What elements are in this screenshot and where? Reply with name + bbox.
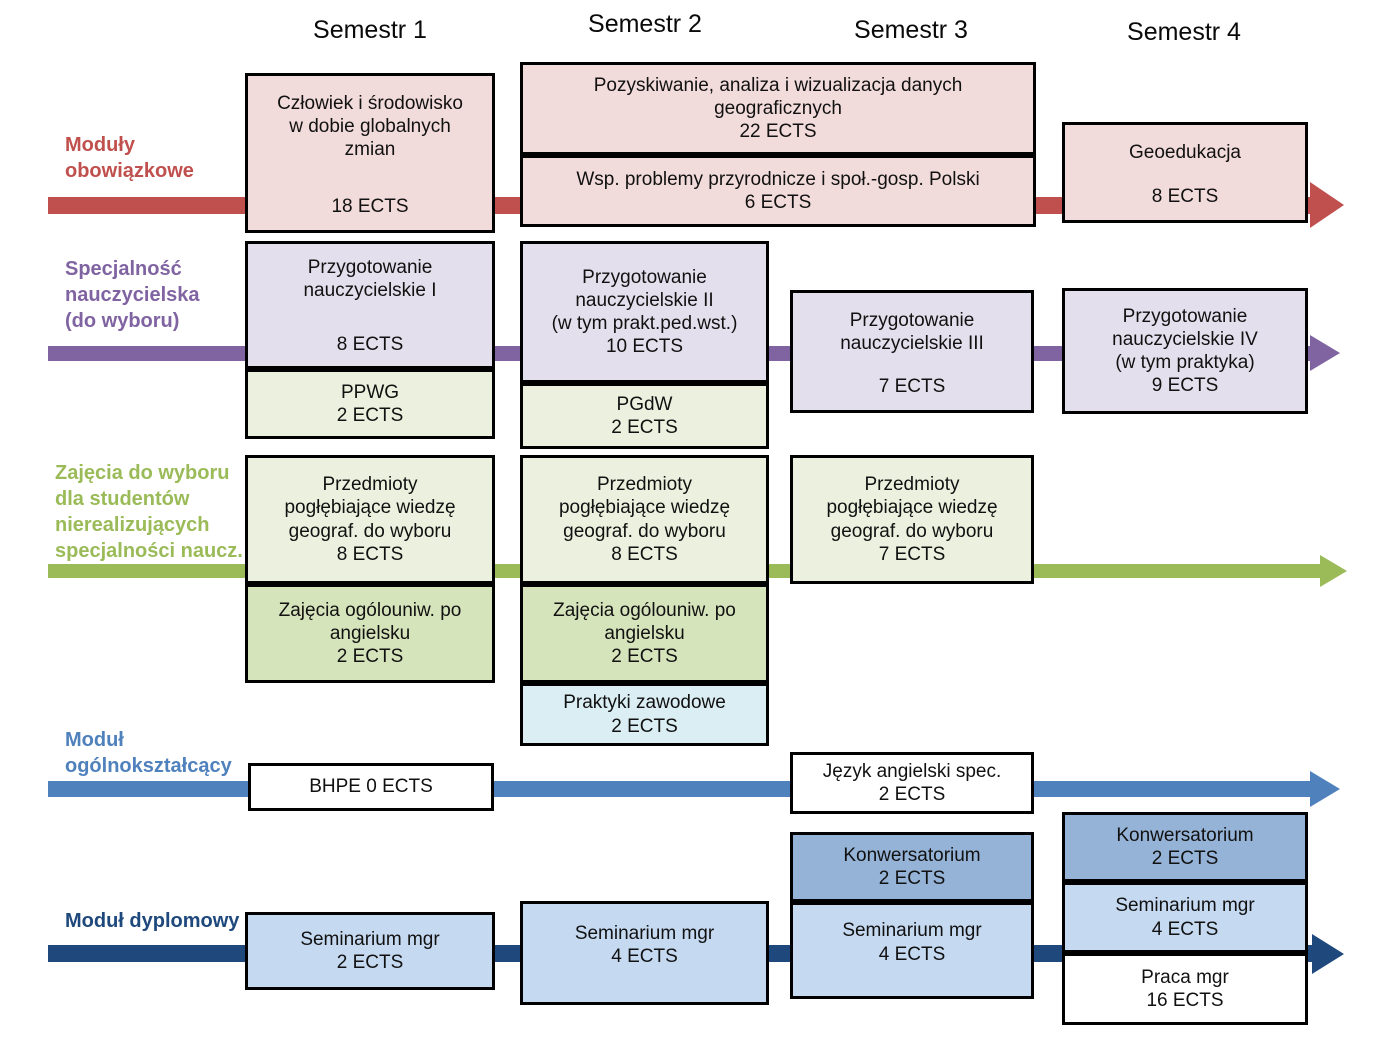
course-box-praktyki-zawodowe: Praktyki zawodowe 2 ECTS (520, 683, 769, 746)
course-box-konwersatorium-s3: Konwersatorium 2 ECTS (790, 832, 1034, 902)
course-ects: 2 ECTS (878, 784, 946, 805)
course-box-pgdw: PGdW 2 ECTS (520, 383, 769, 449)
course-title: Przedmioty pogłębiające wiedzę geograf. … (284, 474, 456, 542)
course-box-przedmioty-poglebiajace-s3: Przedmioty pogłębiające wiedzę geograf. … (790, 455, 1034, 584)
course-ects: 2 ECTS (611, 417, 678, 438)
course-ects: 2 ECTS (1151, 848, 1219, 869)
course-ects: 4 ECTS (878, 943, 946, 965)
course-box-przygotowanie-1: Przygotowanie nauczycielskie I 8 ECTS (245, 241, 495, 369)
course-title: PPWG (340, 381, 400, 403)
course-title: Przygotowanie nauczycielskie III (840, 310, 984, 355)
semester-1-header: Semestr 1 (313, 16, 427, 44)
course-title: Język angielski spec. (822, 760, 1002, 782)
course-box-przedmioty-poglebiajace-s1: Przedmioty pogłębiające wiedzę geograf. … (245, 455, 495, 584)
course-box-konwersatorium-s4: Konwersatorium 2 ECTS (1062, 812, 1308, 882)
course-ects: 10 ECTS (605, 336, 684, 358)
course-box-geoedukacja: Geoedukacja 8 ECTS (1062, 122, 1308, 223)
course-box-wsp-problemy: Wsp. problemy przyrodnicze i społ.-gosp.… (520, 155, 1036, 227)
course-box-seminarium-s4: Seminarium mgr 4 ECTS (1062, 882, 1308, 953)
course-ects: 7 ECTS (878, 543, 946, 565)
course-box-przedmioty-poglebiajace-s2: Przedmioty pogłębiające wiedzę geograf. … (520, 455, 769, 584)
teacher-arrow-head (1310, 335, 1340, 371)
course-box-przygotowanie-4: Przygotowanie nauczycielskie IV (w tym p… (1062, 288, 1308, 414)
course-title: Przedmioty pogłębiające wiedzę geograf. … (558, 474, 731, 542)
course-title: Przygotowanie nauczycielskie IV (w tym p… (1112, 305, 1258, 373)
course-box-przygotowanie-2: Przygotowanie nauczycielskie II (w tym p… (520, 241, 769, 383)
course-title: Konwersatorium (843, 844, 981, 866)
course-ects: 4 ECTS (1151, 918, 1219, 940)
course-title: Geoedukacja (1129, 142, 1241, 163)
course-ects: 7 ECTS (878, 375, 946, 397)
electives-arrow-head (1320, 555, 1347, 587)
course-title: PGdW (616, 393, 673, 415)
course-title: Konwersatorium (1116, 824, 1254, 846)
course-ects: 4 ECTS (611, 946, 678, 967)
course-box-pozyskiwanie-danych: Pozyskiwanie, analiza i wizualizacja dan… (520, 62, 1036, 155)
course-title: Zajęcia ogólouniw. po angielsku (553, 599, 736, 644)
general-timeline-arrow (48, 781, 1312, 797)
row-label-diploma-module: Moduł dyplomowy (65, 910, 240, 932)
row-label-general-module: Moduł ogólnokształcący (65, 729, 232, 777)
course-title: Praktyki zawodowe (563, 692, 726, 714)
course-ects: 8 ECTS (336, 543, 404, 565)
course-ects: 8 ECTS (1151, 185, 1219, 207)
semester-3-header: Semestr 3 (854, 16, 968, 44)
course-box-jezyk-angielski: Język angielski spec. 2 ECTS (790, 752, 1034, 814)
mandatory-arrow-head (1310, 182, 1344, 228)
course-box-praca-mgr: Praca mgr 16 ECTS (1062, 953, 1308, 1025)
course-ects: 2 ECTS (611, 646, 678, 668)
course-ects: 2 ECTS (611, 715, 678, 737)
diploma-arrow-head (1312, 934, 1344, 974)
course-title: Seminarium mgr (300, 928, 440, 950)
course-ects: 16 ECTS (1146, 990, 1224, 1011)
course-box-seminarium-s1: Seminarium mgr 2 ECTS (245, 912, 495, 990)
course-ects: 2 ECTS (878, 868, 946, 889)
course-title: Seminarium mgr (842, 920, 982, 942)
semester-4-header: Semestr 4 (1127, 18, 1241, 46)
course-box-bhpe: BHPE 0 ECTS (248, 763, 494, 811)
course-box-przygotowanie-3: Przygotowanie nauczycielskie III 7 ECTS (790, 290, 1034, 413)
course-ects: 2 ECTS (336, 646, 404, 668)
course-title: Zajęcia ogólouniw. po angielsku (278, 599, 462, 644)
course-ects: 2 ECTS (336, 405, 404, 426)
general-arrow-head (1310, 771, 1340, 807)
course-ects: 8 ECTS (611, 543, 678, 565)
semester-2-header: Semestr 2 (588, 10, 702, 38)
course-box-zajecia-ogolouniw-s1: Zajęcia ogólouniw. po angielsku 2 ECTS (245, 584, 495, 683)
course-box-zajecia-ogolouniw-s2: Zajęcia ogólouniw. po angielsku 2 ECTS (520, 584, 769, 683)
course-ects: 2 ECTS (336, 952, 404, 973)
course-title: Pozyskiwanie, analiza i wizualizacja dan… (593, 74, 963, 119)
course-title: Seminarium mgr (1115, 895, 1255, 917)
course-ects: 18 ECTS (331, 195, 409, 217)
course-title: Przygotowanie nauczycielskie II (w tym p… (551, 266, 738, 334)
course-title: Praca mgr (1141, 966, 1229, 988)
course-title: Przygotowanie nauczycielskie I (303, 257, 437, 302)
course-title: Przedmioty pogłębiające wiedzę geograf. … (826, 474, 998, 542)
course-title: BHPE 0 ECTS (309, 776, 433, 798)
course-box-seminarium-s3: Seminarium mgr 4 ECTS (790, 902, 1034, 999)
course-title: Seminarium mgr (574, 922, 715, 944)
row-label-mandatory-modules: Moduły obowiązkowe (65, 134, 194, 182)
course-box-seminarium-s2: Seminarium mgr 4 ECTS (520, 901, 769, 1005)
course-ects: 9 ECTS (1151, 375, 1219, 397)
row-label-teacher-specialization: Specjalność nauczycielska (do wyboru) (65, 258, 200, 332)
course-box-czlowiek-i-srodowisko: Człowiek i środowisko w dobie globalnych… (245, 73, 495, 233)
course-ects: 6 ECTS (744, 192, 812, 213)
course-title: Wsp. problemy przyrodnicze i społ.-gosp.… (576, 168, 980, 190)
row-label-electives: Zajęcia do wyboru dla studentów niereali… (55, 462, 243, 562)
course-ects: 8 ECTS (336, 333, 404, 355)
course-ects: 22 ECTS (739, 121, 817, 143)
course-title: Człowiek i środowisko w dobie globalnych… (277, 93, 463, 161)
course-box-ppwg: PPWG 2 ECTS (245, 369, 495, 439)
